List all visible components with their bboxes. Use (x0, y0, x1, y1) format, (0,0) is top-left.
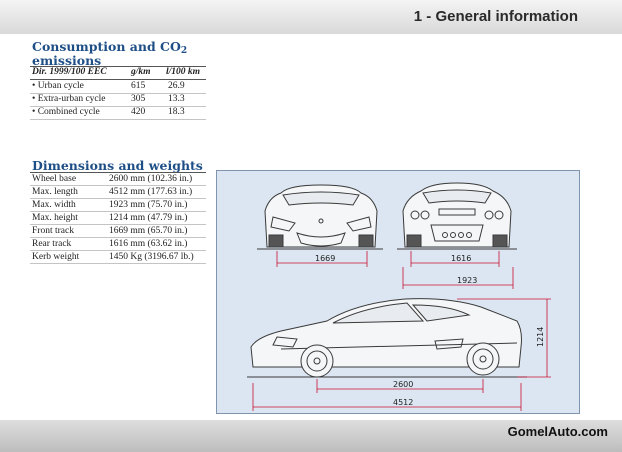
row-divider (30, 198, 206, 199)
row-divider (30, 263, 206, 264)
consumption-col-header-l100km: l/100 km (166, 67, 201, 77)
front-track-label: 1669 (315, 254, 335, 263)
consumption-header-rule (30, 79, 206, 80)
dimension-row-value: 4512 mm (177.63 in.) (109, 187, 193, 197)
consumption-col-header-directive: Dir. 1999/100 EEC (32, 67, 107, 77)
dimension-row-value: 2600 mm (102.36 in.) (109, 174, 193, 184)
row-divider (30, 93, 206, 94)
row-divider (30, 119, 206, 120)
width-dimension (402, 267, 514, 289)
consumption-row-gkm: 420 (131, 107, 146, 117)
consumption-row-l100: 26.9 (168, 81, 185, 91)
dimension-row-label: Max. length (32, 187, 78, 197)
consumption-top-rule (30, 66, 206, 67)
consumption-section-title: Consumption and CO2 emissions (32, 39, 188, 68)
row-divider (30, 211, 206, 212)
row-divider (30, 106, 206, 107)
car-front-view (264, 184, 378, 248)
page-header-bar: 1 - General information (0, 0, 622, 34)
car-drawing-svg: 1669 1616 1923 (247, 182, 551, 411)
site-watermark: GomelAuto.com (507, 424, 608, 439)
height-dimension (457, 298, 551, 378)
width-label: 1923 (457, 276, 477, 285)
consumption-row-label: • Urban cycle (32, 81, 84, 91)
dimension-row-label: Rear track (32, 239, 72, 249)
row-divider (30, 250, 206, 251)
consumption-row-label: • Extra-urban cycle (32, 94, 106, 104)
dimension-row-value: 1450 Kg (3196.67 lb.) (109, 252, 194, 262)
consumption-title-line2: emissions (32, 53, 102, 68)
dimension-row-label: Kerb weight (32, 252, 80, 262)
wheelbase-label: 2600 (393, 380, 413, 389)
front-track-dimension (276, 251, 368, 267)
dimension-row-value: 1214 mm (47.79 in.) (109, 213, 188, 223)
dimensions-top-rule (30, 172, 206, 173)
dimension-row-value: 1616 mm (63.62 in.) (109, 239, 188, 249)
consumption-row-label: • Combined cycle (32, 107, 100, 117)
technical-drawing-panel: 1669 1616 1923 (216, 170, 580, 414)
consumption-row-l100: 13.3 (168, 94, 185, 104)
page-title: 1 - General information (413, 8, 578, 25)
row-divider (30, 185, 206, 186)
consumption-title-text: Consumption and CO (32, 39, 181, 54)
consumption-col-header-gkm: g/km (131, 67, 151, 77)
dimension-row-label: Front track (32, 226, 74, 236)
length-dimension (252, 383, 522, 411)
consumption-row-gkm: 615 (131, 81, 146, 91)
car-side-view (247, 298, 527, 378)
row-divider (30, 237, 206, 238)
row-divider (30, 224, 206, 225)
consumption-row-gkm: 305 (131, 94, 146, 104)
page-footer-bar (0, 420, 622, 452)
consumption-title-subscript: 2 (180, 46, 188, 56)
rear-track-dimension (410, 251, 500, 267)
length-label: 4512 (393, 398, 413, 407)
dimension-row-label: Max. height (32, 213, 78, 223)
dimension-row-label: Wheel base (32, 174, 77, 184)
consumption-row-l100: 18.3 (168, 107, 185, 117)
height-label: 1214 (536, 327, 545, 347)
car-rear-view (402, 182, 512, 248)
dimension-row-label: Max. width (32, 200, 76, 210)
dimensions-section-title: Dimensions and weights (32, 158, 203, 173)
dimension-row-value: 1669 mm (65.70 in.) (109, 226, 188, 236)
wheelbase-dimension (316, 379, 484, 393)
rear-track-label: 1616 (451, 254, 471, 263)
dimension-row-value: 1923 mm (75.70 in.) (109, 200, 188, 210)
